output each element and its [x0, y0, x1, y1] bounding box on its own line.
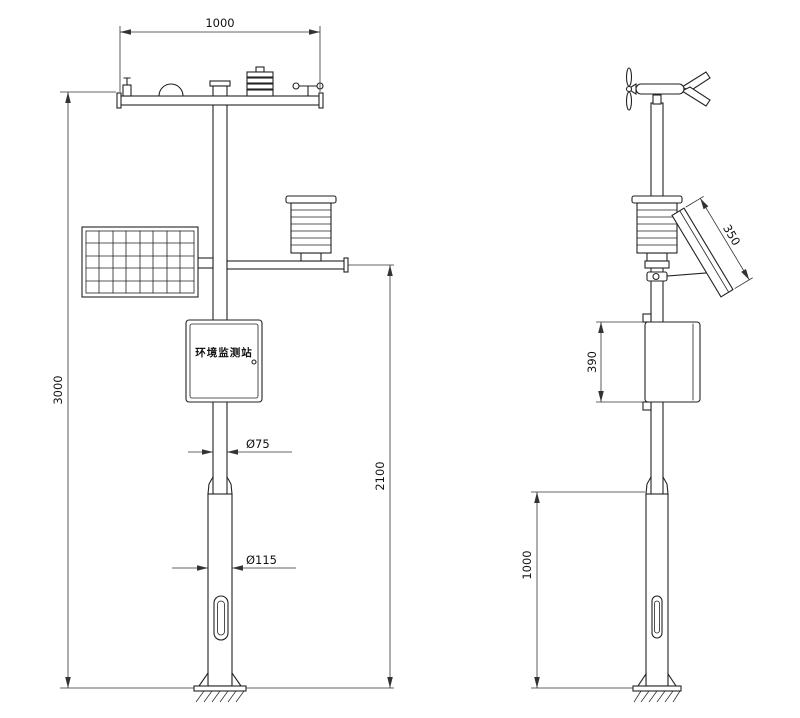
cabinet-label: 环境监测站: [195, 346, 253, 359]
antenna-sensor: [122, 77, 132, 97]
dim-crossarm-width: 1000: [119, 16, 321, 92]
cable-slot: [213, 595, 229, 641]
propeller-blade: [625, 91, 633, 111]
dim-label-arm-height: 2100: [373, 461, 387, 490]
base-flange: [632, 685, 682, 692]
panel-hinge: [652, 272, 660, 281]
radiation-shield-side: [631, 195, 683, 269]
dim-label-panel-length: 350: [720, 222, 743, 248]
dim-pole-diameter: Ø75: [188, 437, 292, 455]
propeller-blade: [625, 67, 633, 87]
solar-cell-grid: [85, 230, 195, 294]
front-crossarm: [116, 92, 324, 109]
dim-label-base-diameter: Ø115: [246, 553, 277, 567]
control-cabinet: 环境监测站: [185, 319, 263, 403]
mini-radiation-shield: [246, 66, 274, 97]
solar-panel-front: [81, 226, 214, 298]
sensor-arm: [226, 257, 349, 273]
dim-base-height: 1000: [520, 491, 645, 689]
ground-hatch: [633, 690, 681, 703]
dim-label-total-height: 3000: [51, 375, 65, 404]
front-base: [193, 476, 247, 703]
ground-hatch: [195, 690, 245, 703]
tail-fin-upper: [680, 71, 711, 92]
dome-sensor: [158, 83, 184, 97]
side-view: 350 390: [520, 67, 753, 703]
anemometer-wind-vane: [625, 67, 711, 111]
dim-total-height: 3000: [51, 91, 194, 689]
dim-arm-height: 2100: [246, 264, 394, 689]
mount-tab-bottom: [642, 401, 652, 411]
dim-label-pole-diameter: Ø75: [246, 437, 270, 451]
cabinet-lock: [251, 359, 257, 365]
cable-slot: [651, 595, 663, 639]
dim-label-cabinet-height: 390: [585, 351, 599, 373]
pole-cap: [209, 80, 231, 87]
dim-label-base-height: 1000: [520, 550, 534, 579]
tail-fin-lower: [680, 86, 711, 107]
panel-bracket: [197, 257, 214, 269]
dim-base-diameter: Ø115: [172, 553, 296, 571]
cabinet-side: [642, 313, 701, 411]
mount-tab-top: [642, 313, 652, 323]
radiation-shield-front: [285, 195, 337, 262]
dim-label-crossarm-width: 1000: [205, 16, 234, 30]
dim-cabinet-height: 390: [585, 321, 643, 403]
base-flange: [193, 685, 247, 692]
side-base: [632, 476, 682, 703]
front-view: 环境监测站 1000 3000: [51, 16, 394, 703]
